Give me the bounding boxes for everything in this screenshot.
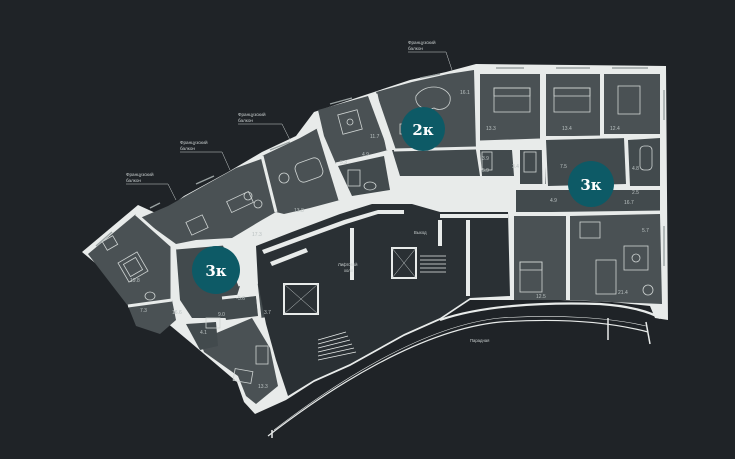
svg-text:16.6: 16.6 <box>172 310 182 316</box>
svg-text:9.0: 9.0 <box>218 312 225 318</box>
svg-text:12.4: 12.4 <box>610 126 620 132</box>
callout-french-balcony-3: Французский балкон <box>180 139 231 171</box>
front-facade <box>267 302 661 437</box>
svg-text:3к: 3к <box>580 176 601 194</box>
svg-text:3.3: 3.3 <box>340 160 347 166</box>
left-apt-bath2 <box>222 296 258 320</box>
svg-text:5.6: 5.6 <box>238 296 245 302</box>
svg-text:12.5: 12.5 <box>536 294 546 300</box>
windows <box>95 67 665 266</box>
svg-text:16.1: 16.1 <box>460 90 470 96</box>
svg-text:Лифтовой: Лифтовой <box>338 262 358 267</box>
svg-text:11.7: 11.7 <box>370 134 380 140</box>
label-exit: Выход <box>414 230 427 235</box>
label-lobby: Лифтовой холл <box>338 262 358 273</box>
left-apt-bedroom <box>128 300 176 334</box>
label-front-entrance: Парадная <box>470 338 489 343</box>
svg-text:Французский: Французский <box>238 111 266 117</box>
partitions <box>127 70 663 324</box>
svg-text:13.3: 13.3 <box>486 126 496 132</box>
badge-circle <box>192 246 240 294</box>
center-apt-room <box>318 96 388 164</box>
svg-text:4.9: 4.9 <box>550 198 557 204</box>
badge-circle <box>401 107 445 151</box>
svg-text:2.5: 2.5 <box>632 190 639 196</box>
badge-3k-right[interactable]: 3к <box>568 161 614 207</box>
callout-french-balcony-4: Французский балкон <box>126 171 177 201</box>
svg-text:19.8: 19.8 <box>130 278 140 284</box>
svg-text:балкон: балкон <box>126 178 141 183</box>
badge-3k-left[interactable]: 3к <box>192 246 240 294</box>
right-apt-bath <box>628 138 660 186</box>
svg-text:холл: холл <box>344 268 354 273</box>
svg-text:5.9: 5.9 <box>482 168 489 174</box>
lift-shaft-2 <box>391 247 417 279</box>
center-apt-hall <box>392 150 480 176</box>
svg-text:13.8: 13.8 <box>294 208 304 214</box>
svg-text:21.4: 21.4 <box>618 290 628 296</box>
right-apt-living <box>570 214 662 304</box>
left-apt-kitchen <box>140 158 276 244</box>
left-apt-bath1 <box>186 322 218 350</box>
room-area-labels: 19.8 7.3 17.3 4.1 5.6 3.7 13.3 9.0 16.6 … <box>130 90 649 390</box>
badge-2k-center[interactable]: 2к <box>401 107 445 151</box>
center-apt-utility <box>480 150 514 176</box>
left-apt-room3 <box>200 318 278 404</box>
svg-text:Французский: Французский <box>408 39 436 45</box>
facade-posts <box>271 318 651 438</box>
left-apt-living <box>88 214 172 306</box>
svg-text:2к: 2к <box>412 121 433 139</box>
svg-text:7.5: 7.5 <box>560 164 567 170</box>
svg-text:балкон: балкон <box>180 146 195 151</box>
svg-text:4.1: 4.1 <box>200 330 207 336</box>
svg-text:Французский: Французский <box>126 171 154 177</box>
svg-text:5.7: 5.7 <box>642 228 649 234</box>
svg-text:3к: 3к <box>205 262 226 280</box>
lift-shaft <box>283 283 319 315</box>
callout-french-balcony-2: Французский балкон <box>238 111 291 141</box>
center-apt-bedroom2 <box>480 74 540 142</box>
right-apt-bedroom3 <box>514 216 566 300</box>
svg-text:16.7: 16.7 <box>624 200 634 206</box>
svg-text:7.3: 7.3 <box>140 308 147 314</box>
svg-text:4.8: 4.8 <box>632 166 639 172</box>
svg-text:3.4: 3.4 <box>512 164 519 170</box>
svg-text:балкон: балкон <box>408 46 423 51</box>
svg-text:3.9: 3.9 <box>482 156 489 162</box>
callout-french-balcony-1: Французский балкон <box>408 39 453 71</box>
building-core <box>256 204 510 396</box>
right-apt-wc <box>520 150 546 184</box>
right-apt-bedroom1 <box>546 74 600 136</box>
svg-text:Французский: Французский <box>180 139 208 145</box>
center-apt-living <box>262 128 340 214</box>
svg-text:13.3: 13.3 <box>258 384 268 390</box>
svg-text:балкон: балкон <box>238 118 253 123</box>
right-apt-bedroom2 <box>604 74 660 134</box>
stairs <box>317 255 446 361</box>
svg-text:17.3: 17.3 <box>252 232 262 238</box>
furniture <box>101 85 654 384</box>
svg-text:3.7: 3.7 <box>264 310 271 316</box>
svg-text:13.4: 13.4 <box>562 126 572 132</box>
svg-text:4.9: 4.9 <box>362 152 369 158</box>
badge-circle <box>568 161 614 207</box>
